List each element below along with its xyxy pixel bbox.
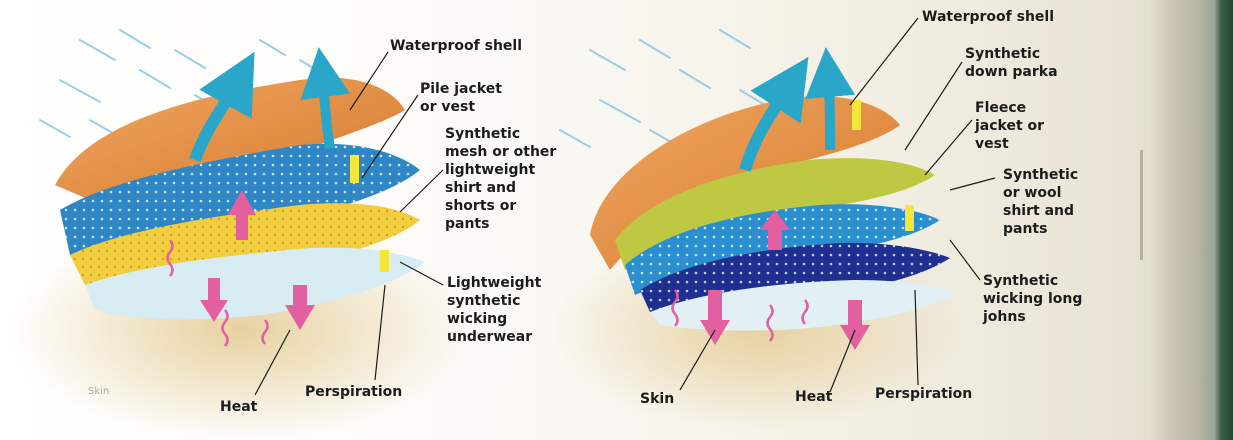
right-label-shirt-pants: Synthetic or wool shirt and pants xyxy=(1003,166,1078,238)
right-label-fleece-jacket: Fleece jacket or vest xyxy=(975,99,1044,153)
right-vapor-arrow-2 xyxy=(828,72,830,150)
left-label-pile-jacket: Pile jacket or vest xyxy=(420,80,502,116)
left-label-perspiration: Perspiration xyxy=(305,383,402,401)
right-label-waterproof-shell: Waterproof shell xyxy=(922,8,1054,26)
right-diagram xyxy=(550,18,995,430)
right-label-long-johns: Synthetic wicking long johns xyxy=(983,272,1082,326)
left-label-waterproof-shell: Waterproof shell xyxy=(390,37,522,55)
right-label-heat: Heat xyxy=(795,388,832,406)
left-label-lightweight-underwear: Lightweight synthetic wicking underwear xyxy=(447,274,541,346)
right-label-perspiration: Perspiration xyxy=(875,385,972,403)
left-diagram xyxy=(10,30,470,440)
left-label-heat: Heat xyxy=(220,398,257,416)
left-label-synthetic-mesh: Synthetic mesh or other lightweight shir… xyxy=(445,125,556,233)
right-label-skin: Skin xyxy=(640,390,674,408)
left-label-skin: Skin xyxy=(88,383,109,401)
right-label-down-parka: Synthetic down parka xyxy=(965,45,1058,81)
